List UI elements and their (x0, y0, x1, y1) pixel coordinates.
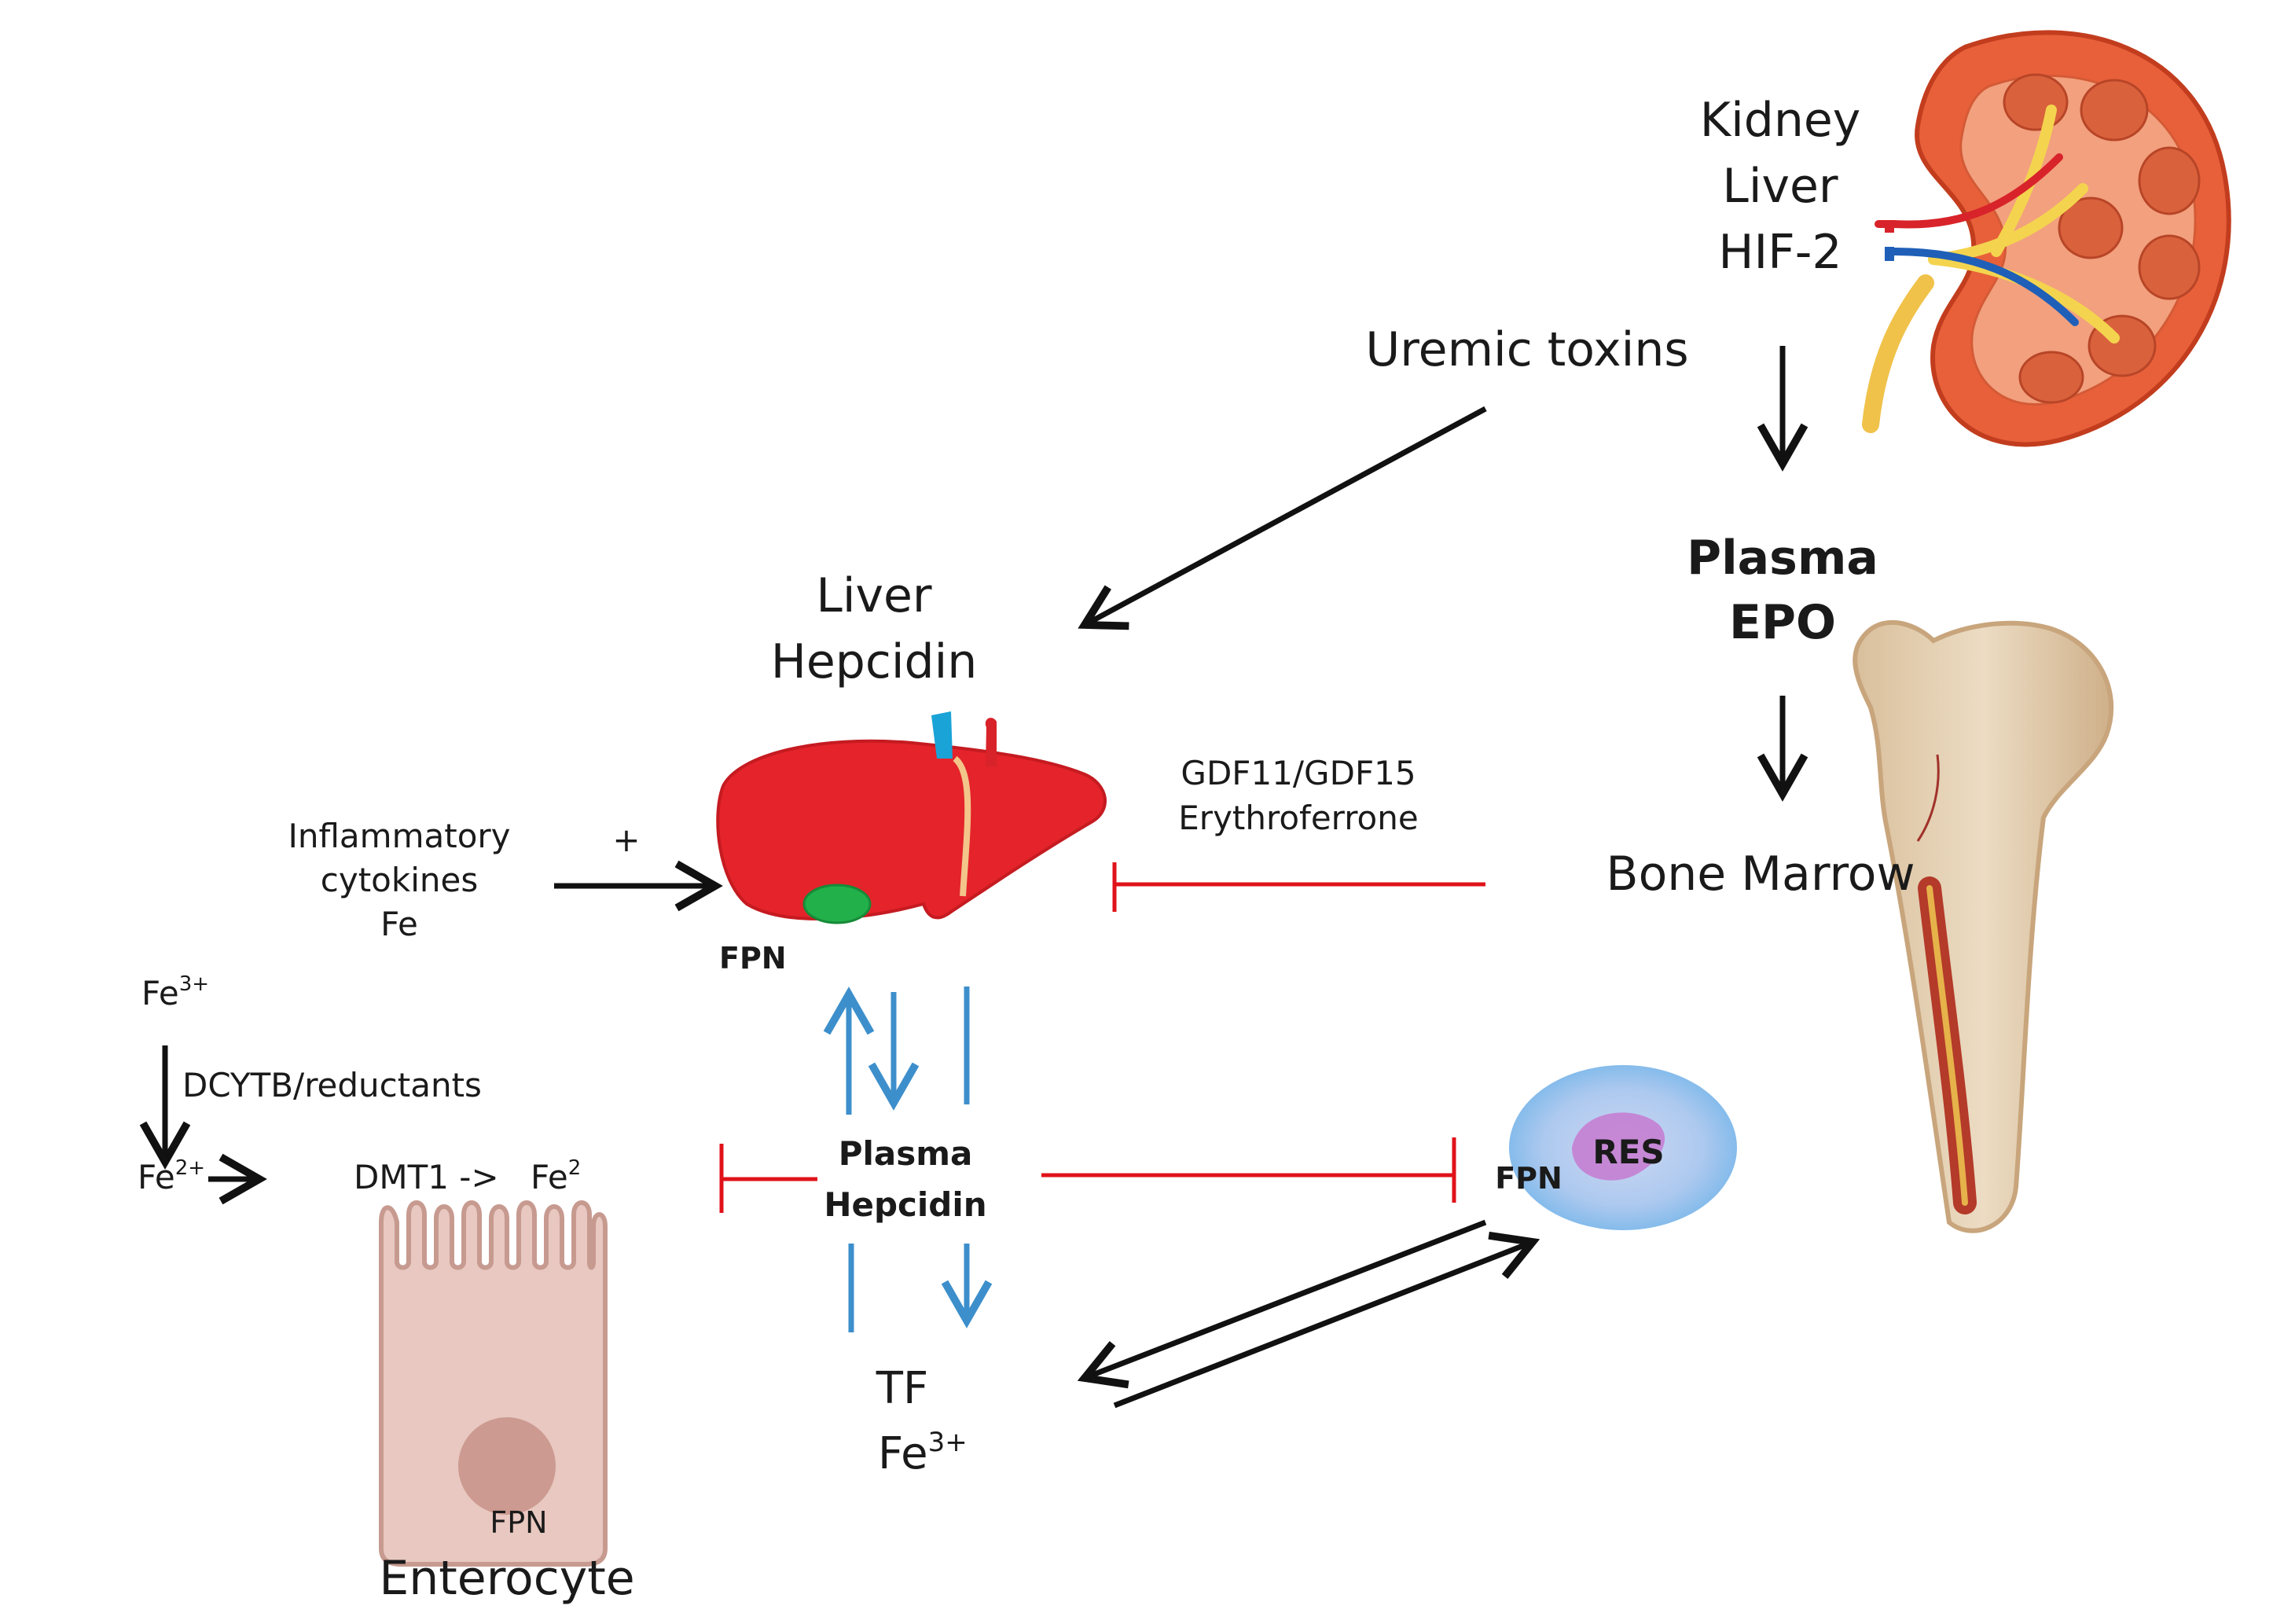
liver-hif-label: Liver (1722, 159, 1838, 214)
activation-plus-sign: + (612, 821, 640, 859)
liver-hepcidin-line2: Hepcidin (771, 634, 978, 689)
labels: Kidney Liver HIF-2 Uremic toxins Plasma … (138, 93, 1915, 1606)
arrow-layer (139, 346, 1808, 1409)
arrow-res-to-tf (1077, 1219, 1487, 1389)
erythroferrone-label: Erythroferrone (1178, 799, 1418, 837)
res-cell-illustration (1509, 1065, 1737, 1230)
fe3-label: Fe3+ (141, 972, 209, 1012)
liver-fpn-label: FPN (719, 941, 787, 976)
dcytb-label: DCYTB/reductants (182, 1066, 482, 1104)
dmt1-fe-label: Fe2 (531, 1156, 581, 1196)
enterocyte-cell (379, 1200, 608, 1567)
liver-illustration (716, 711, 1107, 924)
res-fpn-label: FPN (1495, 1161, 1562, 1196)
kidney-label: Kidney (1700, 93, 1861, 148)
inflammatory-line1: Inflammatory (288, 817, 510, 855)
inhibit-hepcidin-to-enterocyte (719, 1144, 817, 1213)
gdf-label: GDF11/GDF15 (1181, 754, 1416, 792)
plasma-epo-line1: Plasma (1687, 531, 1878, 586)
arrow-uremic-toxins-to-liver (1078, 406, 1487, 630)
inflammatory-line2: cytokines (321, 861, 478, 899)
hif2-label: HIF-2 (1718, 225, 1842, 280)
uremic-toxins-label: Uremic toxins (1365, 322, 1688, 377)
kidney-illustration (1862, 30, 2231, 447)
arrow-tf-to-res (1113, 1231, 1540, 1409)
plasma-hepcidin-line1: Plasma (839, 1134, 973, 1173)
bone-marrow-illustration (1853, 619, 2114, 1233)
enterocyte-nucleus (458, 1417, 556, 1515)
inhibit-hepcidin-to-res (1041, 1137, 1456, 1203)
inhibit-bone-marrow-to-liver (1112, 862, 1485, 912)
plasma-hepcidin-line2: Hepcidin (824, 1185, 986, 1224)
enterocyte-fpn-label: FPN (490, 1505, 547, 1540)
tf-fe3-label: Fe3+ (878, 1427, 968, 1479)
bone-marrow-label: Bone Marrow (1606, 847, 1915, 902)
enterocyte-label: Enterocyte (379, 1551, 634, 1606)
fe2-label: Fe2+ (138, 1156, 205, 1196)
plasma-epo-line2: EPO (1729, 595, 1836, 650)
liver-hepcidin-line1: Liver (816, 568, 932, 623)
tf-label: TF (876, 1363, 928, 1414)
dmt1-label: DMT1 -> (354, 1158, 499, 1196)
res-label: RES (1592, 1133, 1664, 1171)
inflammatory-line3: Fe (380, 905, 418, 943)
